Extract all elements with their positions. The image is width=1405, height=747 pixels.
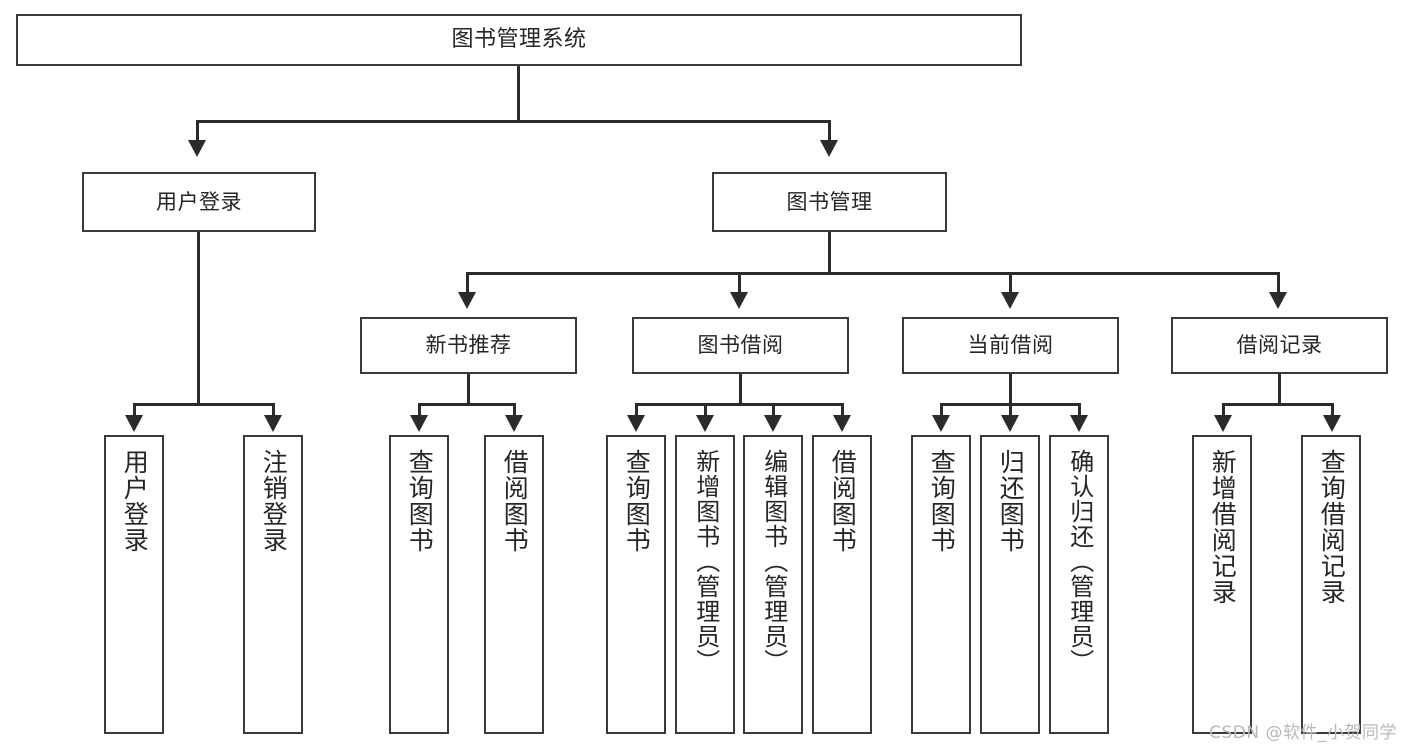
arrow-current-borrow-leaf-1 [932, 415, 950, 432]
node-label: 新增图书（管理员） [691, 449, 720, 674]
node-label: 当前借阅 [967, 333, 1054, 358]
connector-new-book-drop-1 [418, 403, 421, 417]
connector-to-book-borrow [738, 272, 741, 294]
arrow-root-to-book-manage [820, 140, 838, 157]
node-label: 查询借阅记录 [1317, 449, 1347, 605]
connector-book-borrow-drop-2 [704, 403, 707, 417]
connector-root-stem [517, 66, 520, 120]
connector-current-borrow-drop-1 [940, 403, 943, 417]
node-leaf-user-login[interactable]: 用户登录 [104, 435, 164, 734]
arrow-book-borrow-leaf-1 [627, 415, 645, 432]
connector-borrow-record-drop-2 [1331, 403, 1334, 417]
node-leaf-query-record[interactable]: 查询借阅记录 [1301, 435, 1361, 734]
connector-to-borrow-record [1277, 272, 1280, 294]
node-current-borrow[interactable]: 当前借阅 [902, 317, 1119, 374]
connector-book-borrow-drop-3 [772, 403, 775, 417]
node-label: 编辑图书（管理员） [759, 449, 788, 674]
arrow-new-book-leaf-1 [410, 415, 428, 432]
arrow-to-borrow-record [1269, 292, 1287, 309]
arrow-user-login-leaf-1 [125, 415, 143, 432]
arrow-borrow-record-leaf-2 [1323, 415, 1341, 432]
connector-current-borrow-drop-3 [1078, 403, 1081, 417]
node-leaf-user-logout[interactable]: 注销登录 [243, 435, 303, 734]
arrow-user-login-leaf-2 [264, 415, 282, 432]
arrow-borrow-record-leaf-1 [1214, 415, 1232, 432]
connector-user-login-drop-1 [133, 403, 136, 417]
node-label: 用户登录 [156, 189, 242, 214]
connector-book-borrow-bus [635, 403, 843, 406]
node-new-book-recommend[interactable]: 新书推荐 [360, 317, 577, 374]
connector-user-login-bus [133, 403, 274, 406]
connector-to-current-borrow [1009, 272, 1012, 294]
node-book-manage[interactable]: 图书管理 [712, 172, 947, 232]
arrow-root-to-user-login [188, 140, 206, 157]
connector-borrow-record-bus [1222, 403, 1334, 406]
arrow-to-new-book-recommend [458, 292, 476, 309]
node-book-borrow[interactable]: 图书借阅 [632, 317, 849, 374]
node-label: 查询图书 [405, 449, 435, 553]
node-leaf-confirm-return[interactable]: 确认归还（管理员） [1049, 435, 1109, 734]
connector-to-new-book-recommend [466, 272, 469, 294]
connector-new-book-stem [467, 374, 470, 403]
node-label: 借阅图书 [500, 449, 530, 553]
connector-borrow-record-drop-1 [1222, 403, 1225, 417]
node-label: 图书借阅 [697, 333, 784, 358]
node-label: 新书推荐 [425, 333, 512, 358]
node-borrow-record[interactable]: 借阅记录 [1171, 317, 1388, 374]
node-root-system[interactable]: 图书管理系统 [16, 14, 1022, 66]
node-leaf-borrow-book-2[interactable]: 借阅图书 [812, 435, 872, 734]
arrow-book-borrow-leaf-3 [764, 415, 782, 432]
node-leaf-borrow-book-1[interactable]: 借阅图书 [484, 435, 544, 734]
node-label: 用户登录 [120, 449, 150, 553]
arrow-book-borrow-leaf-2 [696, 415, 714, 432]
node-label: 查询图书 [622, 449, 652, 553]
node-label: 借阅记录 [1236, 333, 1323, 358]
connector-current-borrow-stem [1009, 374, 1012, 403]
arrow-to-book-borrow [730, 292, 748, 309]
connector-book-manage-bus [466, 272, 1280, 275]
connector-user-login-drop-2 [272, 403, 275, 417]
arrow-current-borrow-leaf-3 [1070, 415, 1088, 432]
node-leaf-add-record[interactable]: 新增借阅记录 [1192, 435, 1252, 734]
node-label: 借阅图书 [828, 449, 858, 553]
connector-new-book-drop-2 [513, 403, 516, 417]
connector-current-borrow-drop-2 [1009, 403, 1012, 417]
connector-book-manage-stem [828, 232, 831, 272]
node-label: 图书管理系统 [451, 27, 587, 53]
node-label: 确认归还（管理员） [1065, 449, 1094, 674]
node-label: 归还图书 [996, 449, 1026, 553]
connector-book-borrow-drop-4 [841, 403, 844, 417]
node-leaf-return-book[interactable]: 归还图书 [980, 435, 1040, 734]
node-label: 注销登录 [259, 449, 289, 553]
node-label: 图书管理 [786, 189, 873, 214]
connector-root-to-user-login [196, 120, 199, 142]
connector-book-borrow-drop-1 [635, 403, 638, 417]
arrow-current-borrow-leaf-2 [1001, 415, 1019, 432]
connector-user-login-stem [197, 232, 200, 403]
node-leaf-add-book[interactable]: 新增图书（管理员） [675, 435, 735, 734]
connector-root-bus [196, 120, 830, 123]
node-leaf-edit-book[interactable]: 编辑图书（管理员） [743, 435, 803, 734]
arrow-book-borrow-leaf-4 [833, 415, 851, 432]
connector-new-book-bus [418, 403, 516, 406]
node-label: 查询图书 [927, 449, 957, 553]
connector-root-to-book-manage [828, 120, 831, 142]
node-leaf-query-book-1[interactable]: 查询图书 [389, 435, 449, 734]
connector-borrow-record-stem [1278, 374, 1281, 403]
node-label: 新增借阅记录 [1208, 449, 1238, 605]
node-user-login[interactable]: 用户登录 [82, 172, 316, 232]
connector-book-borrow-stem [739, 374, 742, 403]
arrow-new-book-leaf-2 [505, 415, 523, 432]
node-leaf-query-book-2[interactable]: 查询图书 [606, 435, 666, 734]
arrow-to-current-borrow [1001, 292, 1019, 309]
node-leaf-query-book-3[interactable]: 查询图书 [911, 435, 971, 734]
